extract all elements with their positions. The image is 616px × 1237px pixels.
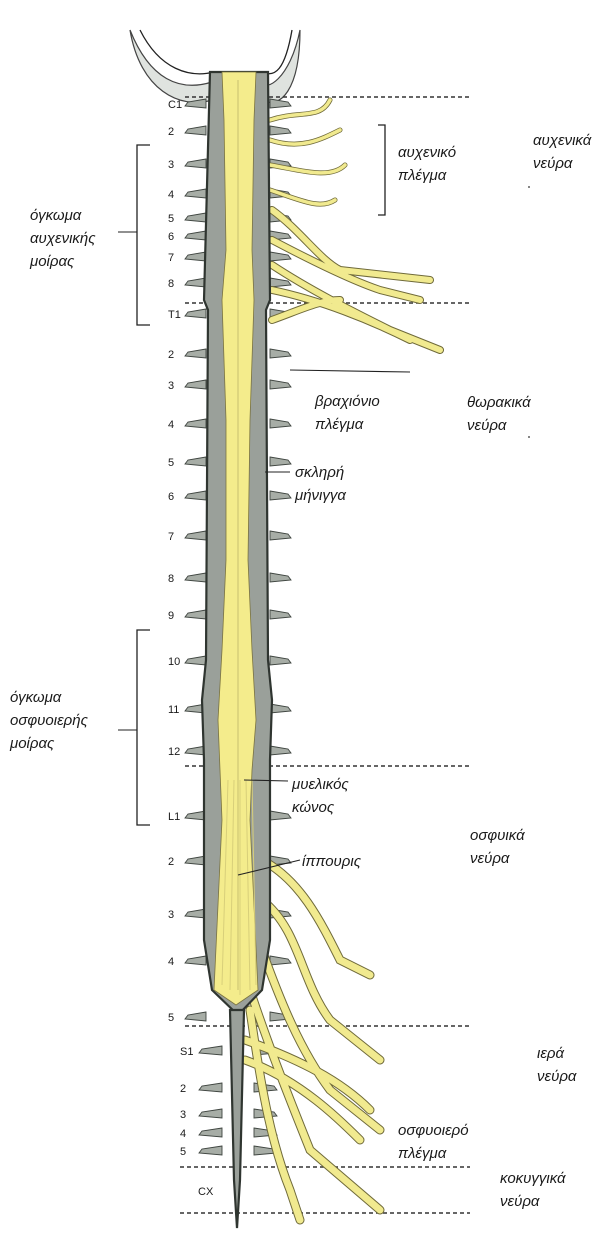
segment-label-sacral-0: S1 [180, 1046, 193, 1058]
nerve-root-thoracic-0-l [184, 308, 207, 319]
segment-label-thoracic-6: 7 [168, 531, 174, 543]
nerve-root-cervical-0-l [184, 98, 207, 109]
nerve-root-cervical-0-r [269, 98, 292, 109]
nerve-root-sacral-2-l [198, 1108, 223, 1119]
brachial-plexus-nerves [267, 97, 444, 354]
nerve-root-cervical-3-l [184, 188, 207, 199]
segment-label-thoracic-4: 5 [168, 457, 174, 469]
segment-label-cervical-7: 8 [168, 278, 174, 290]
nerve-root-thoracic-9-r [269, 655, 292, 666]
segment-label-cervical-6: 7 [168, 252, 174, 264]
nerve-root-thoracic-9-l [184, 655, 207, 666]
nerve-root-lumbar-3-l [184, 955, 207, 966]
nerve-root-thoracic-4-l [184, 456, 207, 467]
segment-label-thoracic-5: 6 [168, 491, 174, 503]
leader-lines [237, 186, 530, 876]
nerve-root-thoracic-5-r [269, 490, 292, 501]
nerve-root-thoracic-6-r [269, 530, 292, 541]
segment-label-thoracic-0: T1 [168, 309, 181, 321]
segment-label-cervical-3: 4 [168, 189, 174, 201]
segment-label-lumbar-1: 2 [168, 856, 174, 868]
segment-label-sacral-2: 3 [180, 1109, 186, 1121]
nerve-root-sacral-1-l [198, 1082, 223, 1093]
segment-label-lumbar-0: L1 [168, 811, 180, 823]
label-lumbar-enlargement: όγκωμα οσφυοιερής μοίρας [9, 689, 92, 752]
label-sacral-nerves: ιερά νεύρα [537, 1045, 577, 1085]
label-coccygeal-nerves: κοκυγγικά νεύρα [500, 1170, 570, 1210]
nerve-root-thoracic-7-r [269, 572, 292, 583]
nerve-root-thoracic-11-r [269, 745, 292, 756]
nerve-root-cervical-5-l [184, 230, 207, 241]
segment-label-thoracic-9: 10 [168, 656, 180, 668]
nerve-root-thoracic-8-r [269, 609, 292, 620]
nerve-root-thoracic-3-r [269, 418, 292, 429]
segment-label-sacral-1: 2 [180, 1083, 186, 1095]
segment-label-thoracic-8: 9 [168, 610, 174, 622]
segment-label-thoracic-11: 12 [168, 746, 180, 758]
nerve-root-cervical-6-r [269, 251, 292, 262]
label-cervical-nerves: αυχενικά νεύρα [533, 132, 595, 172]
segment-label-thoracic-2: 3 [168, 380, 174, 392]
nerve-root-cervical-7-l [184, 277, 207, 288]
label-dura-mater: σκληρή μήνιγγα [294, 464, 348, 504]
segment-label-cervical-0: C1 [168, 99, 182, 111]
nerve-root-cervical-6-l [184, 251, 207, 262]
label-cauda-equina: ίππουρις [302, 853, 362, 870]
label-cervical-enlargement: όγκωμα αυχενικής μοίρας [29, 207, 100, 270]
nerve-root-thoracic-10-r [269, 703, 292, 714]
segment-label-cervical-2: 3 [168, 159, 174, 171]
nerve-root-thoracic-8-l [184, 609, 207, 620]
segment-label-sacral-4: 5 [180, 1146, 186, 1158]
segment-label-cervical-5: 6 [168, 231, 174, 243]
nerve-root-thoracic-2-r [269, 379, 292, 390]
label-lumbosacral-plexus: οσφυοιερό πλέγμα [398, 1122, 473, 1162]
label-cervical-plexus: αυχενικό πλέγμα [398, 144, 460, 184]
nerve-root-thoracic-5-l [184, 490, 207, 501]
segment-label-cervical-4: 5 [168, 213, 174, 225]
nerve-root-lumbar-0-l [184, 810, 207, 821]
nerve-root-thoracic-3-l [184, 418, 207, 429]
spinal-cord [213, 71, 259, 1006]
nerve-root-cervical-1-l [184, 125, 207, 136]
nerve-root-thoracic-1-l [184, 348, 207, 359]
nerve-root-lumbar-2-l [184, 908, 207, 919]
segment-label-lumbar-4: 5 [168, 1012, 174, 1024]
nerve-root-sacral-4-l [198, 1145, 223, 1156]
nerve-root-sacral-0-l [198, 1045, 223, 1056]
nerve-root-cervical-4-l [184, 212, 207, 223]
cauda-equina-strands [221, 779, 257, 995]
nerve-root-thoracic-6-l [184, 530, 207, 541]
nerve-root-cervical-2-l [184, 158, 207, 169]
nerve-root-thoracic-2-l [184, 379, 207, 390]
nerve-root-sacral-3-l [198, 1127, 223, 1138]
label-brachial-plexus: βραχιόνιο πλέγμα [314, 393, 384, 433]
lumbosacral-plexus-nerves [240, 855, 385, 1225]
nerve-root-lumbar-0-r [269, 810, 292, 821]
segment-label-thoracic-7: 8 [168, 573, 174, 585]
segment-label-cervical-1: 2 [168, 126, 174, 138]
nerve-root-lumbar-4-l [184, 1011, 207, 1022]
segment-label-thoracic-1: 2 [168, 349, 174, 361]
filum-terminale [228, 1008, 246, 1229]
nerve-root-thoracic-1-r [269, 348, 292, 359]
label-lumbar-nerves: οσφυικά νεύρα [470, 827, 529, 867]
segment-label-lumbar-3: 4 [168, 956, 174, 968]
segment-label-thoracic-10: 11 [168, 704, 179, 716]
segment-label-lumbar-2: 3 [168, 909, 174, 921]
segment-label-sacral-3: 4 [180, 1128, 186, 1140]
text-labels: αυχενικό πλέγμα αυχενικά νεύρα όγκωμα αυ… [9, 132, 595, 1210]
brackets [118, 124, 386, 826]
segment-label-coccygeal-0: CX [198, 1186, 214, 1198]
nerve-root-thoracic-4-r [269, 456, 292, 467]
nerve-root-cervical-1-r [269, 125, 292, 136]
label-thoracic-nerves: θωρακικά νεύρα [467, 394, 535, 434]
nerve-root-thoracic-7-l [184, 572, 207, 583]
nerve-root-lumbar-3-r [269, 955, 292, 966]
segment-label-thoracic-3: 4 [168, 419, 174, 431]
label-conus-medullaris: μυελικός κώνος [291, 776, 353, 816]
nerve-root-lumbar-1-l [184, 855, 207, 866]
